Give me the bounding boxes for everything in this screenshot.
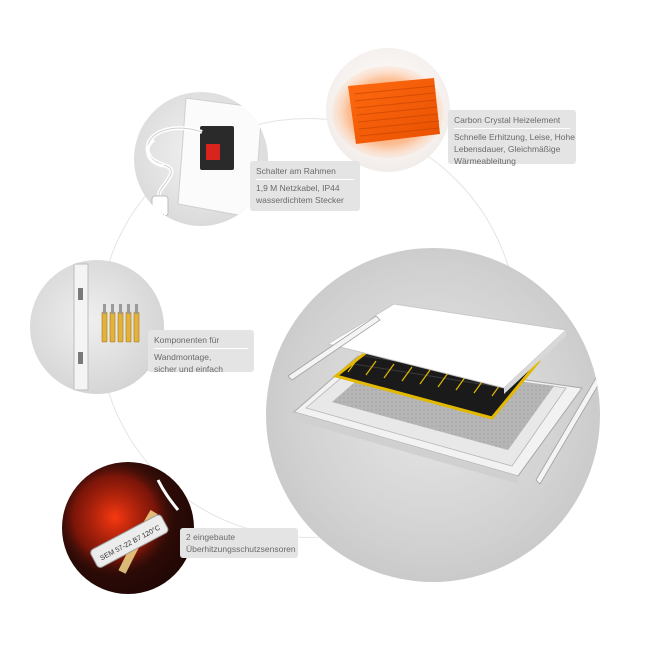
switch-cable-image	[145, 97, 263, 222]
heating-element-line-1: Schnelle Erhitzung, Leise, Hohe	[454, 132, 575, 142]
sensor-line-1: 2 eingebaute	[186, 532, 236, 542]
heating-element-image	[332, 66, 444, 158]
heating-element-label: Carbon Crystal Heizelement Schnelle Erhi…	[448, 110, 576, 166]
mounting-line-2: sicher und einfach	[154, 364, 223, 374]
sensor-label: 2 eingebaute Überhitzungsschutzsensoren	[180, 528, 298, 558]
heating-element-line-3: Wärmeableitung	[454, 156, 516, 166]
exploded-panel-bubble	[266, 248, 600, 582]
mounting-line-1: Wandmontage,	[154, 352, 212, 362]
mounting-label: Komponenten für Wandmontage, sicher und …	[148, 330, 254, 374]
switch-line-2: wasserdichtem Stecker	[256, 195, 344, 205]
mounting-bubble	[30, 260, 164, 394]
mounting-kit-image	[73, 263, 140, 391]
switch-bubble	[134, 92, 268, 226]
exploded-panel-image	[287, 303, 600, 485]
switch-label: Schalter am Rahmen 1,9 M Netzkabel, IP44…	[250, 161, 360, 211]
sensor-image: SEM 57-22 B7 120°C	[62, 462, 194, 594]
heating-element-line-2: Lebensdauer, Gleichmäßige	[454, 144, 561, 154]
sensor-bubble: SEM 57-22 B7 120°C	[62, 462, 194, 594]
mounting-title: Komponenten für	[154, 334, 248, 349]
switch-line-1: 1,9 M Netzkabel, IP44	[256, 183, 340, 193]
heating-element-bubble	[326, 48, 450, 172]
sensor-line-2: Überhitzungsschutzsensoren	[186, 544, 296, 554]
heating-element-title: Carbon Crystal Heizelement	[454, 114, 570, 129]
switch-title: Schalter am Rahmen	[256, 165, 354, 180]
